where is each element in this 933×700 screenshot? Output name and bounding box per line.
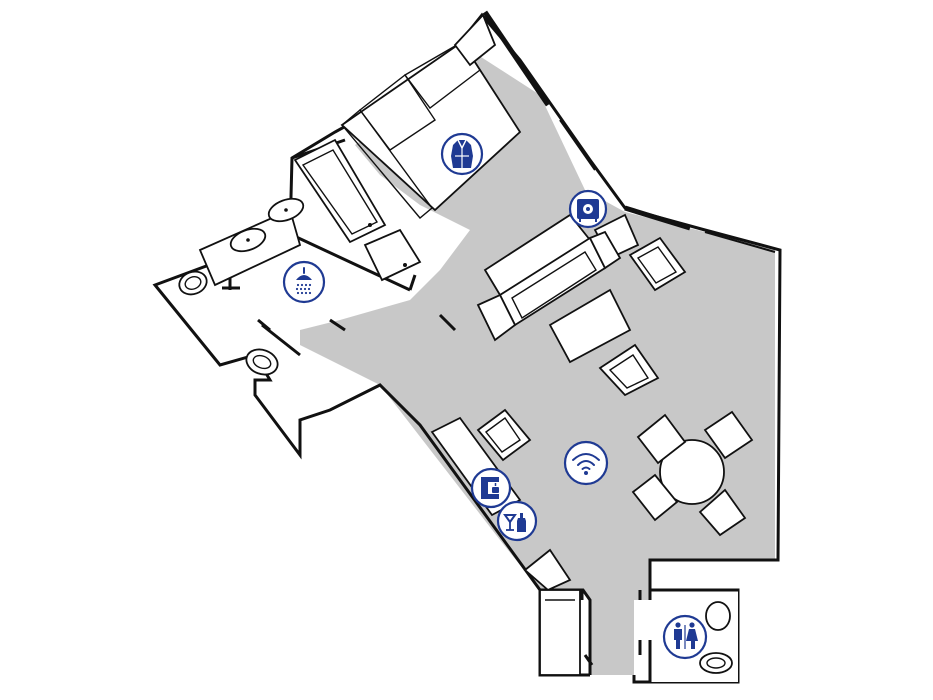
bathtub xyxy=(293,138,387,244)
sofa xyxy=(476,230,622,342)
toilet xyxy=(245,348,279,376)
dining-chairs xyxy=(631,410,754,537)
guest-toilet-icon xyxy=(662,614,708,660)
shower-icon xyxy=(282,260,326,304)
minibar-icon xyxy=(496,500,538,542)
armchair-1 xyxy=(628,236,687,292)
entrance-wardrobe xyxy=(539,589,581,676)
door-markers xyxy=(580,590,642,666)
wifi-icon xyxy=(563,440,609,486)
safe-icon xyxy=(568,189,608,229)
lounge-chair xyxy=(476,408,532,462)
coffee-table xyxy=(548,288,632,364)
coffee-machine-icon xyxy=(470,467,512,509)
washbasin-counter xyxy=(198,197,305,287)
bidet xyxy=(178,270,208,296)
bathrobe-icon xyxy=(440,132,484,176)
wardrobe xyxy=(453,13,497,67)
dining-table xyxy=(659,439,725,505)
armchair-2 xyxy=(598,343,660,397)
shower-tray xyxy=(363,228,422,282)
